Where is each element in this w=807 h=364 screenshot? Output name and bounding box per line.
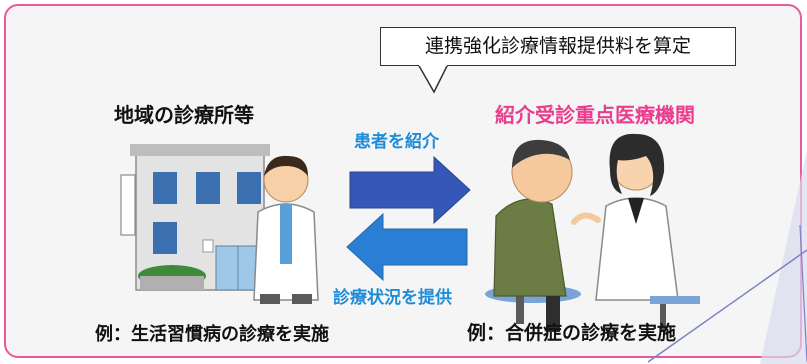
clinic-building-icon bbox=[120, 144, 270, 291]
report-arrow bbox=[346, 212, 468, 282]
left-facility-example: 例：生活習慣病の診療を実施 bbox=[95, 324, 329, 345]
decorative-slant-lines bbox=[647, 150, 807, 364]
left-facility-title: 地域の診療所等 bbox=[114, 103, 254, 127]
callout-text: 連携強化診療情報提供料を算定 bbox=[424, 35, 691, 57]
report-label: 診療状況を提供 bbox=[333, 288, 452, 308]
patient-icon bbox=[485, 139, 581, 332]
male-doctor-icon bbox=[253, 155, 319, 304]
callout-box: 連携強化診療情報提供料を算定 bbox=[380, 27, 736, 66]
callout-tail-cover bbox=[419, 63, 447, 66]
female-doctor-icon bbox=[571, 133, 700, 332]
callout-tail bbox=[417, 63, 449, 94]
right-facility-example: 例：合併症の診療を実施 bbox=[467, 322, 677, 344]
referral-arrow bbox=[349, 155, 471, 225]
referral-label: 患者を紹介 bbox=[354, 132, 439, 152]
right-facility-title: 紹介受診重点医療機関 bbox=[495, 103, 695, 127]
